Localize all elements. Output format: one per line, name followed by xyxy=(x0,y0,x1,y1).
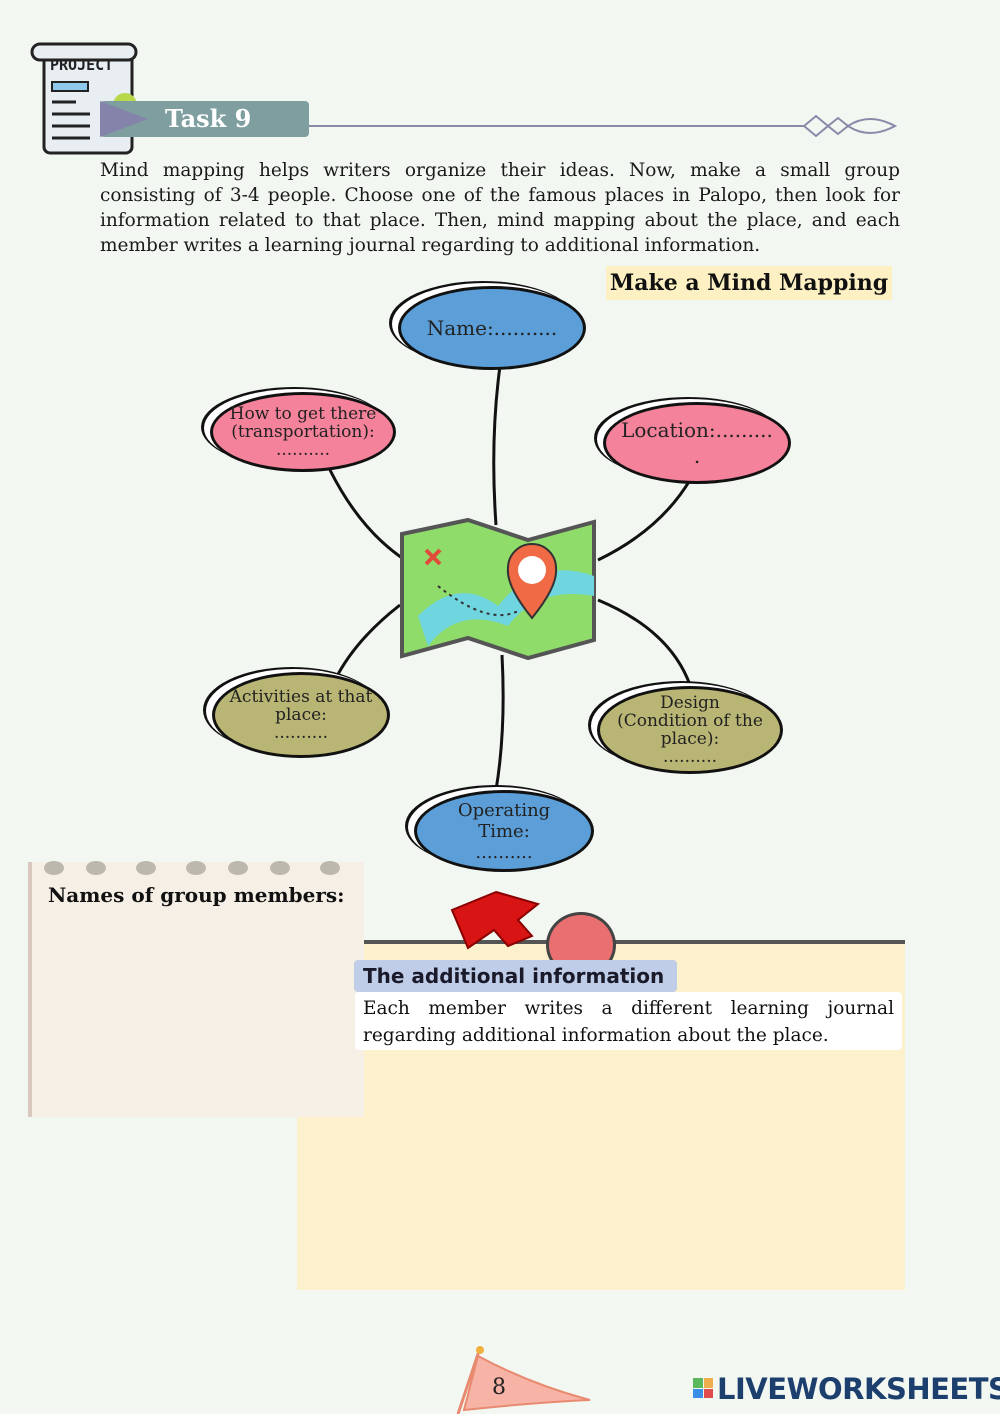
note-spiral-holes xyxy=(44,861,340,875)
bubble-activities[interactable]: Activities at that place: .......... xyxy=(212,672,390,758)
mind-map-title: Make a Mind Mapping xyxy=(606,266,892,300)
banner-arrow-icon xyxy=(100,101,148,137)
additional-info-text: Each member writes a different learning … xyxy=(355,992,902,1050)
page-number: 8 xyxy=(492,1375,506,1400)
red-arrow-icon xyxy=(450,890,541,950)
header-divider xyxy=(309,114,898,138)
bubble-operating-time[interactable]: Operating Time: .......... xyxy=(414,790,594,872)
group-members-label: Names of group members: xyxy=(48,883,345,907)
bubble-design[interactable]: Design (Condition of the place): .......… xyxy=(597,686,783,774)
brand-name[interactable]: LIVEWORKSHEETS xyxy=(717,1372,1000,1406)
group-members-note[interactable] xyxy=(28,862,364,1117)
clip-line xyxy=(360,940,905,944)
bubble-name[interactable]: Name:.......... xyxy=(398,286,586,370)
map-pin-icon xyxy=(400,517,596,661)
bubble-location[interactable]: Location:......... . xyxy=(603,402,791,484)
additional-info-label: The additional information xyxy=(354,960,677,992)
pennant-flag-icon xyxy=(456,1346,591,1414)
liveworksheets-logo-icon xyxy=(693,1378,713,1398)
instructions-text: Mind mapping helps writers organize thei… xyxy=(100,160,900,256)
project-icon-label: PROJECT xyxy=(50,56,114,74)
task-label: Task 9 xyxy=(165,104,252,133)
bubble-transportation[interactable]: How to get there (transportation): .....… xyxy=(210,392,396,472)
